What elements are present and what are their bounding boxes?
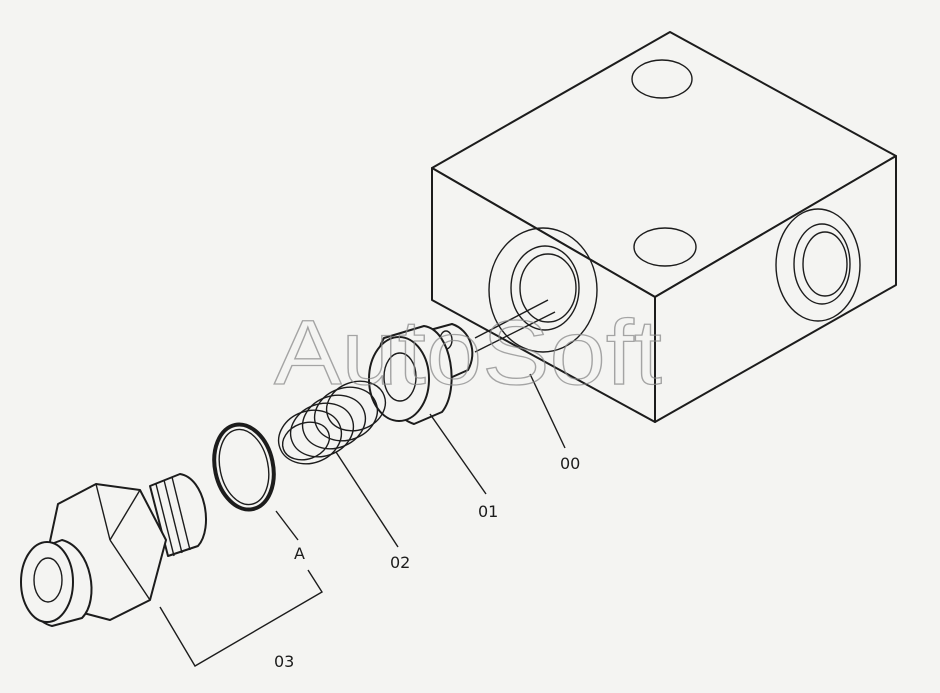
o-ring — [212, 422, 276, 512]
callout-03: 03 — [274, 652, 294, 671]
callout-01: 01 — [478, 502, 498, 521]
callout-02: 02 — [390, 553, 410, 572]
poppet — [368, 323, 474, 425]
top-port-upper — [631, 59, 693, 99]
side-port-boss — [775, 208, 861, 322]
callout-a: A — [294, 544, 305, 563]
watermark: AutoSoft — [274, 302, 662, 404]
leader-lines — [159, 299, 566, 667]
side-port-bore — [793, 223, 851, 305]
callout-00: 00 — [560, 454, 580, 473]
front-port-boss — [488, 227, 598, 353]
spring — [277, 380, 387, 465]
front-port-bore — [510, 245, 580, 331]
valve-body — [431, 31, 897, 423]
top-port-lower — [633, 227, 697, 267]
fitting — [20, 473, 207, 627]
